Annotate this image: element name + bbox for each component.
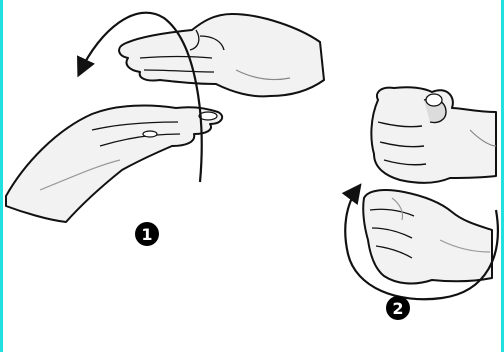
fist-hand [371,87,496,183]
step-2-illustration [345,87,498,299]
lower-flat-hand [6,106,222,222]
step-2-number: 2 [392,299,403,318]
step-1-number: 1 [141,225,152,244]
step-1-badge: 1 [135,222,159,246]
step-2-badge: 2 [386,296,410,320]
step-1-illustration [6,13,324,222]
cupped-hand [363,190,492,283]
upper-flat-hand [119,14,324,96]
